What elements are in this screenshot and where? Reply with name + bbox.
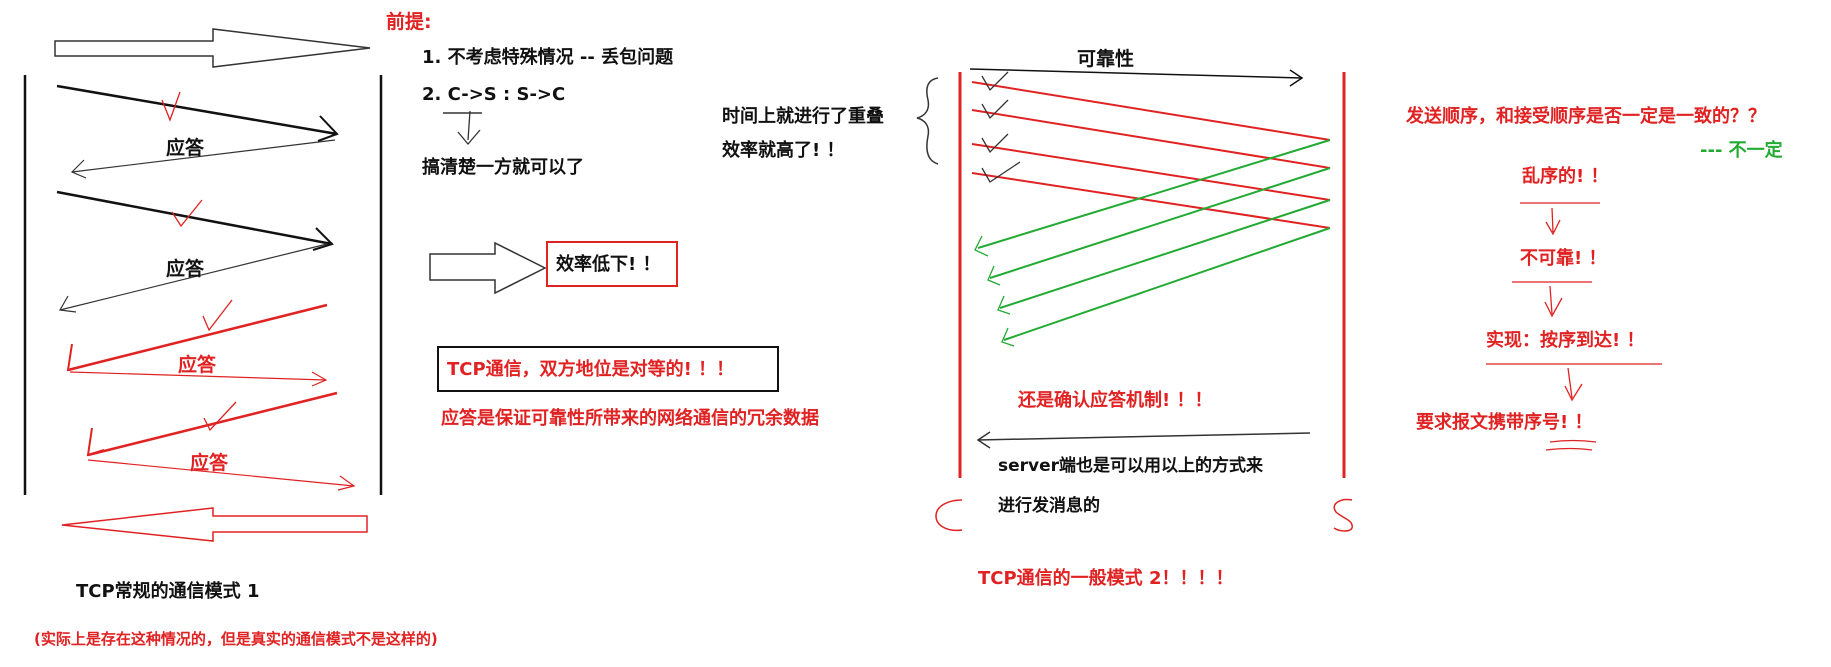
top-hollow-arrow: [54, 28, 371, 68]
request-arrow-4: [87, 391, 338, 457]
flow-step-sequence-number: 要求报文携带序号! ！: [1416, 412, 1593, 433]
server-note-1: server端也是可以用以上的方式来: [998, 456, 1264, 476]
request-arrow-2: [56, 190, 333, 246]
bottom-hollow-arrow: [61, 507, 368, 542]
ack-arrow-3: [69, 371, 327, 381]
check-mark-3: [202, 299, 233, 332]
ack-arrow-g1: [977, 139, 1331, 249]
send-arrow-3: [971, 143, 1331, 201]
mode2-diagram: [916, 68, 1353, 532]
request-arrow-1: [56, 84, 338, 136]
server-label-s: [1333, 498, 1353, 532]
flow-step-in-order: 实现：按序到达! ！: [1486, 330, 1645, 351]
overlap-brace: [916, 77, 939, 165]
premise-heading: 前提:: [386, 11, 432, 33]
server-send-arrow: [977, 432, 1311, 441]
ack-arrow-g3: [999, 199, 1331, 309]
check-mark-1: [161, 91, 181, 122]
send-arrow-1: [971, 81, 1331, 141]
premise-marks: [443, 110, 482, 146]
mode1-caption: TCP常规的通信模式 1: [76, 581, 260, 602]
check-mark-2: [171, 199, 203, 228]
premise-line-1: 1. 不考虑特殊情况 -- 丢包问题: [422, 47, 674, 68]
check-mark-4: [203, 401, 237, 432]
efficiency-low-box: 效率低下! ！: [546, 241, 678, 287]
premise-line-2: 2. C->S : S->C: [422, 84, 566, 105]
send-arrow-4: [971, 172, 1331, 229]
flow-step-out-of-order: 乱序的! ！: [1522, 166, 1609, 187]
send-arrow-2: [971, 109, 1331, 169]
redundant-data-note: 应答是保证可靠性所带来的网络通信的冗余数据: [441, 408, 819, 429]
right-flow: [1486, 202, 1662, 451]
ack-arrow-2: [59, 243, 328, 311]
ack-arrow-g4: [1003, 227, 1331, 341]
efficiency-arrow: [429, 241, 547, 295]
flow-step-unreliable: 不可靠! ！: [1520, 248, 1607, 269]
client-label-c: [935, 499, 963, 532]
mode1-diagram: [23, 28, 383, 542]
reliability-label: 可靠性: [1077, 48, 1135, 70]
peer-equal-box: TCP通信，双方地位是对等的! ！！: [437, 346, 779, 392]
server-note-2: 进行发消息的: [998, 496, 1100, 516]
reliability-arrow: [969, 68, 1303, 79]
answer-label-3: 应答: [178, 354, 217, 376]
premise-line-3: 搞清楚一方就可以了: [422, 157, 584, 178]
ack-arrow-1: [71, 139, 336, 173]
mode2-caption: TCP通信的一般模式 2！！！！: [978, 568, 1234, 589]
overlap-note-1: 时间上就进行了重叠: [722, 106, 884, 127]
ack-mechanism-note: 还是确认应答机制! ！！: [1018, 390, 1213, 411]
peer-equal-text: TCP通信，双方地位是对等的! ！！: [447, 359, 735, 380]
answer-label-2: 应答: [166, 258, 205, 280]
answer-label-4: 应答: [190, 452, 229, 474]
ack-arrow-g2: [989, 167, 1331, 279]
mode1-note: (实际上是存在这种情况的，但是真实的通信模式不是这样的): [34, 630, 438, 648]
order-question: 发送顺序，和接受顺序是否一定是一致的？？: [1406, 106, 1766, 127]
order-answer: --- 不一定: [1700, 140, 1783, 161]
overlap-note-2: 效率就高了! ！: [722, 140, 845, 161]
answer-label-1: 应答: [166, 137, 205, 159]
ack-arrow-4: [87, 459, 355, 487]
efficiency-low-text: 效率低下! ！: [556, 254, 661, 275]
request-arrow-3: [67, 303, 328, 372]
